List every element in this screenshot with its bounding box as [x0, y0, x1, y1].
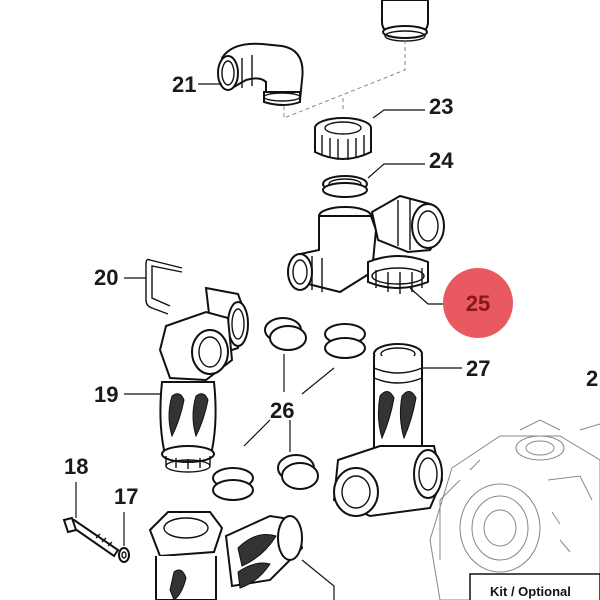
- callout-18: 18: [64, 454, 88, 479]
- top-pipe-stub: [381, 0, 429, 42]
- part-17-washer: [118, 547, 130, 563]
- part-24-oring: [322, 175, 368, 198]
- leader-24: [367, 163, 425, 179]
- callout-19: 19: [94, 382, 118, 407]
- callout-27: 27: [466, 356, 490, 381]
- leader-25: [409, 287, 446, 305]
- part-18-bolt: [62, 516, 120, 558]
- bottom-valve-assembly: [148, 511, 304, 600]
- part-23-nut: [314, 117, 372, 160]
- callout-20: 20: [94, 265, 118, 290]
- main-valve-body: [287, 194, 445, 294]
- part-21-elbow: [217, 42, 304, 106]
- callout-23: 23: [429, 94, 453, 119]
- callout-25-highlight-circle: [443, 268, 513, 338]
- kit-optional-faded-parts: [429, 419, 600, 600]
- part-27-valve-right: [332, 343, 444, 518]
- part-26-orings: [212, 317, 366, 501]
- leader-bottom: [301, 559, 335, 600]
- callout-edge-partial: 2: [586, 366, 598, 391]
- callout-17: 17: [114, 484, 138, 509]
- callout-26: 26: [270, 398, 294, 423]
- kit-optional-label: Kit / Optional: [490, 584, 571, 599]
- callout-21: 21: [172, 72, 196, 97]
- part-20-clip: [145, 258, 183, 315]
- kit-optional-box: [469, 573, 600, 600]
- callout-24: 24: [429, 148, 454, 173]
- part-19-valve-left: [158, 286, 249, 473]
- callout-25: 25: [466, 291, 490, 316]
- assembly-guide-top: [283, 40, 406, 119]
- leader-23: [372, 109, 425, 119]
- leader-26: [243, 354, 335, 452]
